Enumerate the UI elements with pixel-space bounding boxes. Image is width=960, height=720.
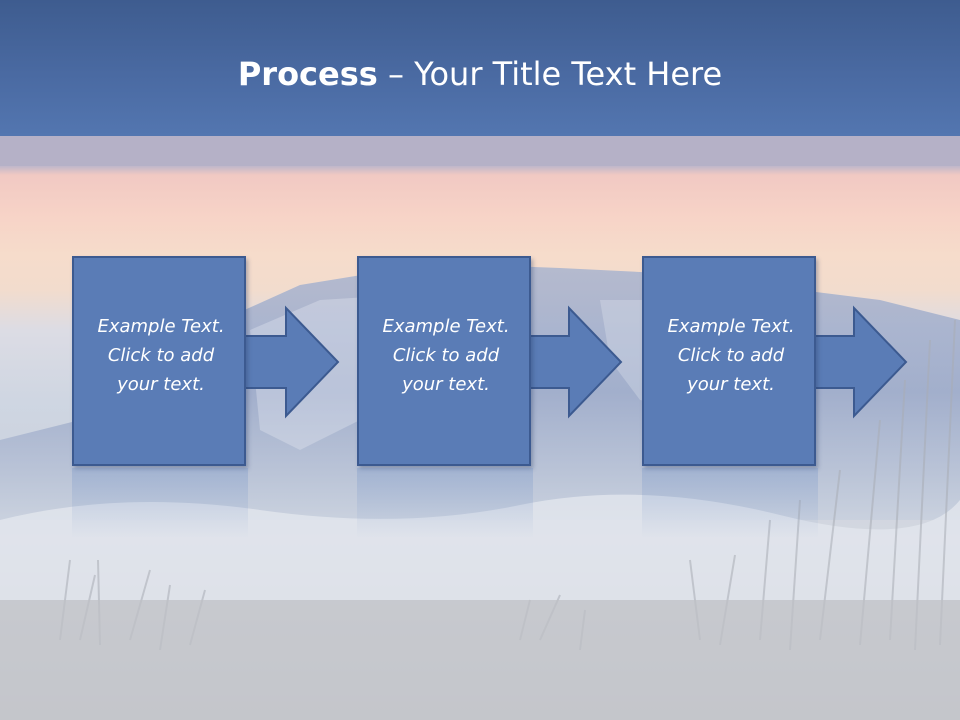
background-band xyxy=(0,136,960,166)
step-text: Example Text. Click to add your text. xyxy=(667,316,795,395)
step-reflection xyxy=(357,468,533,538)
process-step-2[interactable]: Example Text. Click to add your text. xyxy=(357,256,637,468)
step-text: Example Text. Click to add your text. xyxy=(382,316,510,395)
process-step-3[interactable]: Example Text. Click to add your text. xyxy=(642,256,922,468)
right-arrow-icon xyxy=(811,305,908,419)
title-bar: Process – Your Title Text Here xyxy=(0,0,960,136)
right-arrow-icon xyxy=(526,305,623,419)
slide-title[interactable]: Process – Your Title Text Here xyxy=(0,52,960,96)
step-text: Example Text. Click to add your text. xyxy=(97,316,225,395)
step-box[interactable]: Example Text. Click to add your text. xyxy=(642,256,816,466)
title-bold-part: Process xyxy=(237,55,378,93)
process-step-1[interactable]: Example Text. Click to add your text. xyxy=(72,256,352,468)
right-arrow-icon xyxy=(241,305,340,419)
step-reflection xyxy=(642,468,818,538)
step-reflection xyxy=(72,468,248,538)
step-box[interactable]: Example Text. Click to add your text. xyxy=(357,256,531,466)
title-rest-part: – Your Title Text Here xyxy=(377,55,723,93)
step-box[interactable]: Example Text. Click to add your text. xyxy=(72,256,246,466)
